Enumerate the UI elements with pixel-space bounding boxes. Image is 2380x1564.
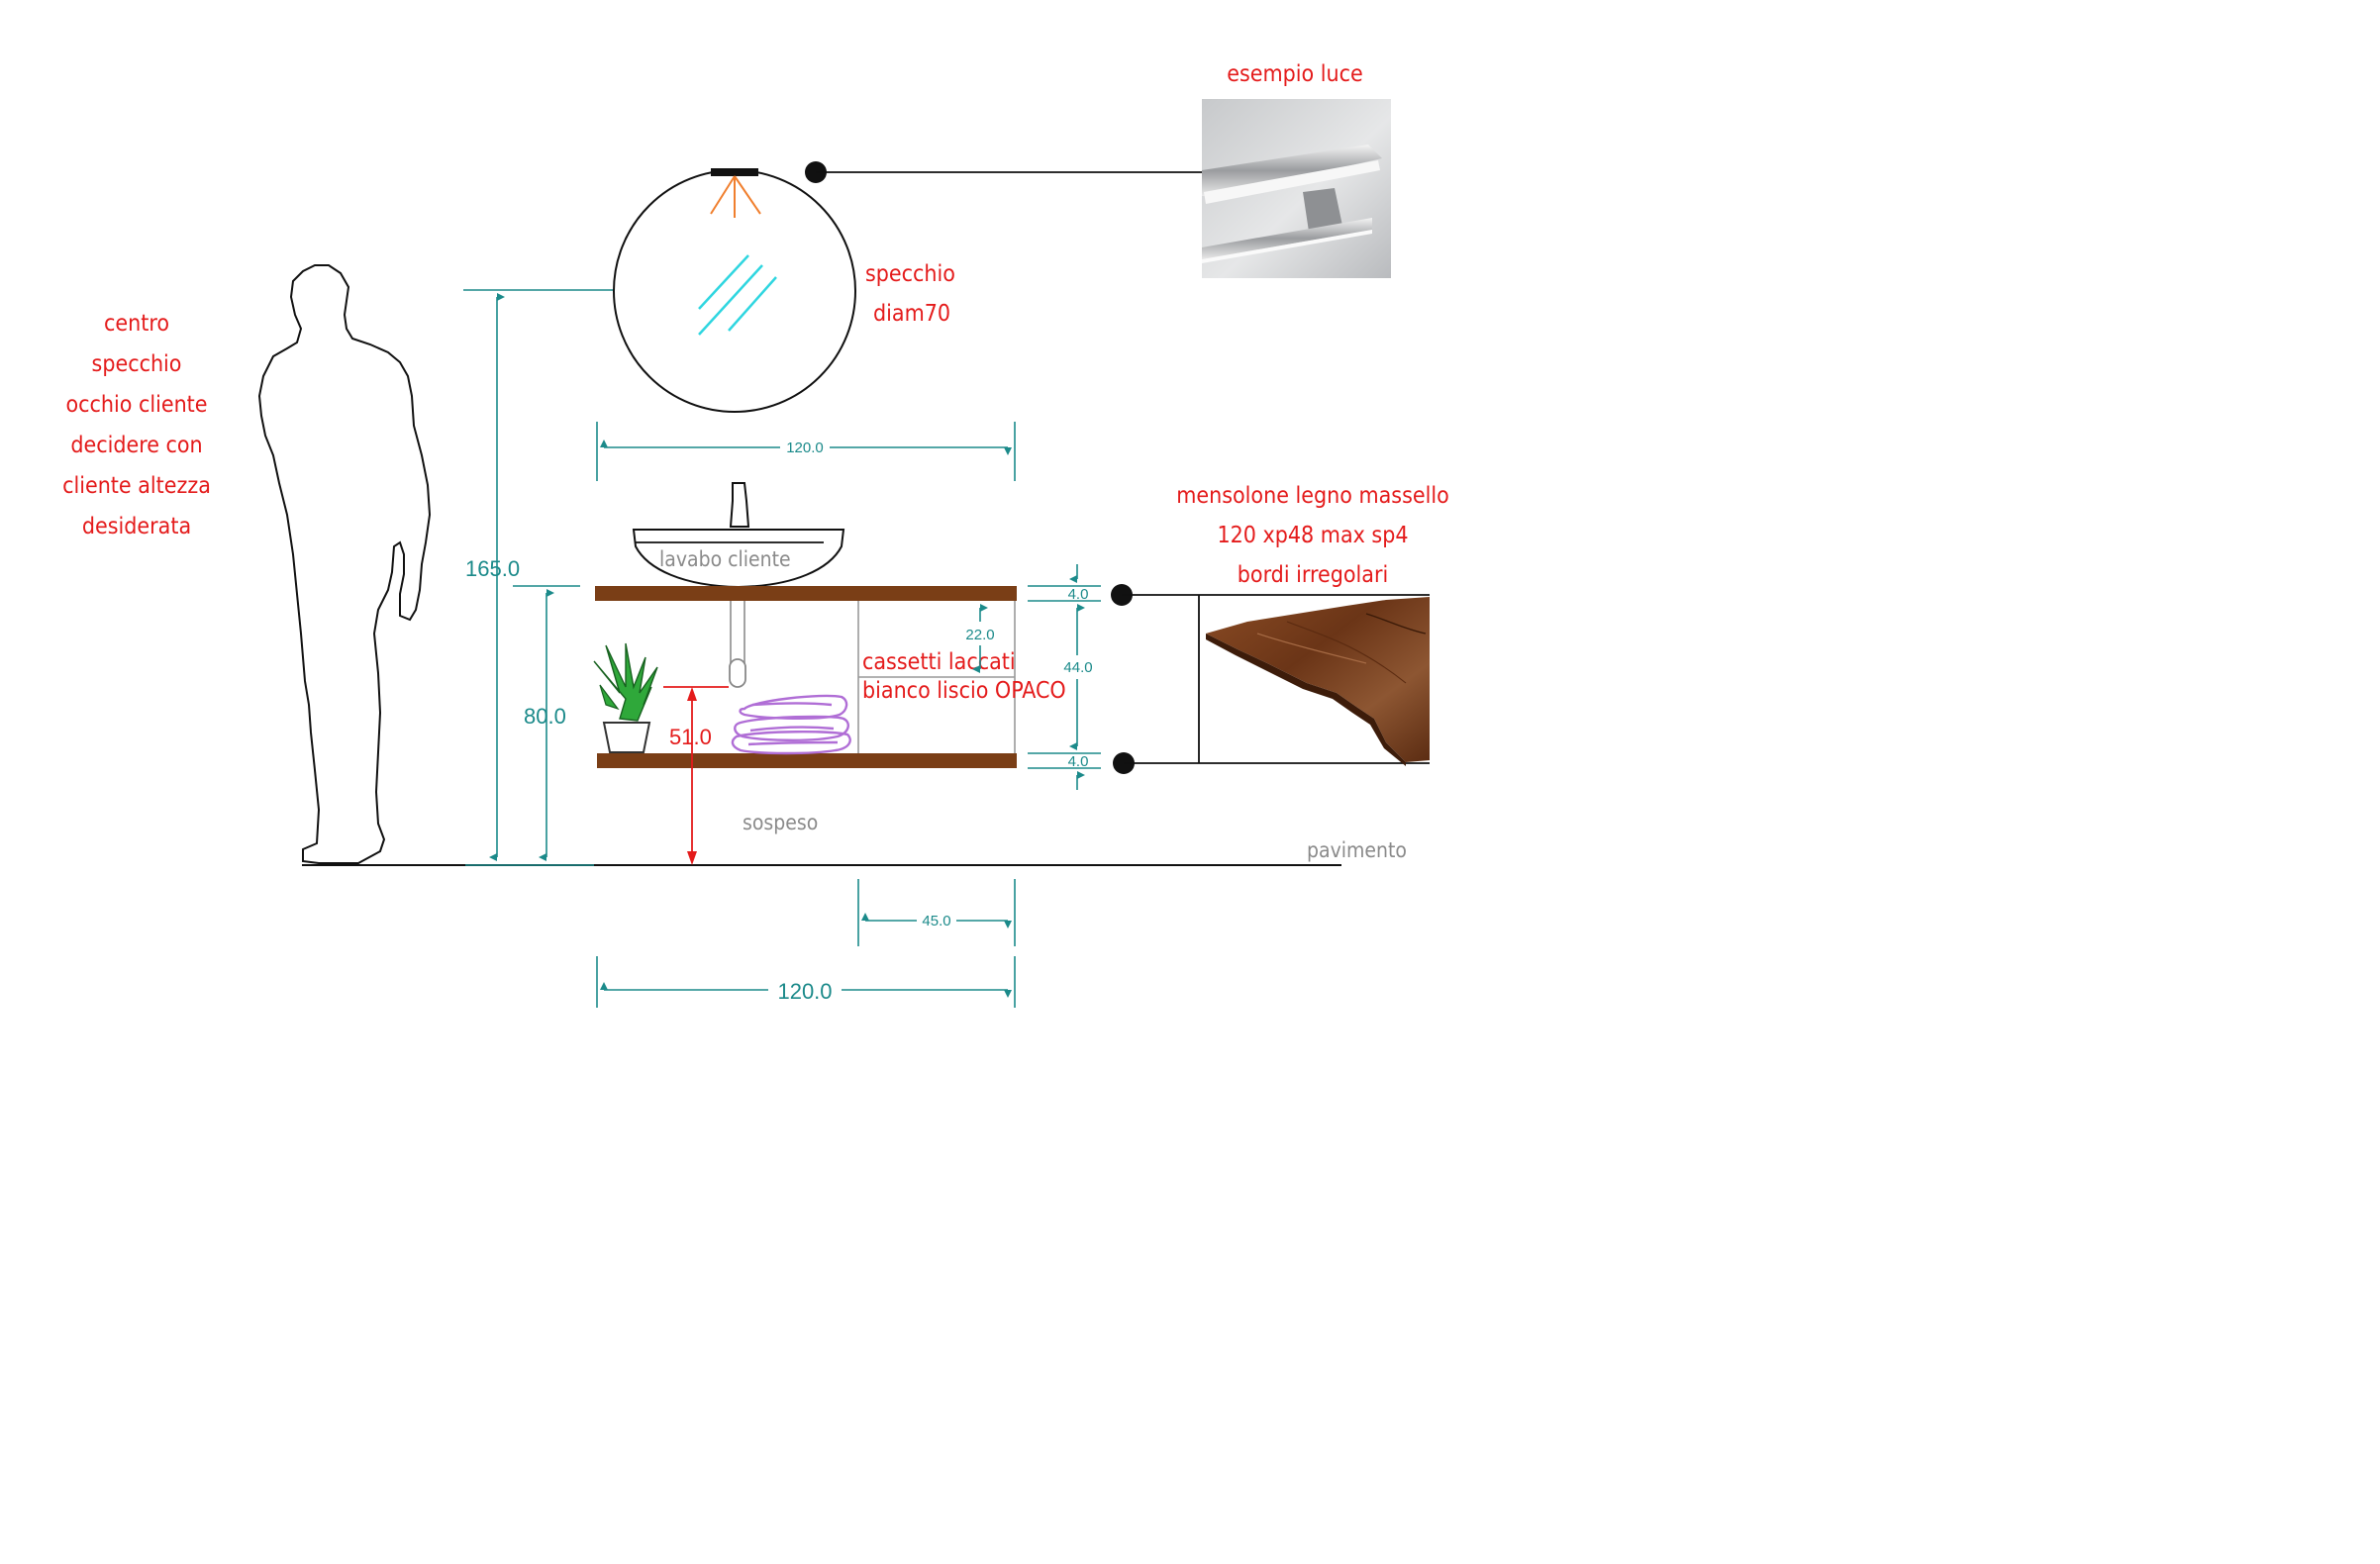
dimension-drawer-depth: 45.0	[857, 879, 1016, 946]
dimension-label: 4.0	[1068, 586, 1089, 603]
suspended-label: sospeso	[743, 811, 818, 834]
drain-pipe	[729, 600, 746, 688]
bathroom-vanity-drawing: pavimento centro specchio occhio cliente…	[62, 61, 1449, 1008]
basin-label: lavabo cliente	[659, 547, 791, 571]
mirror-size-label: diam70	[873, 301, 950, 327]
note-line: specchio	[92, 351, 182, 377]
dimension-label: 45.0	[922, 913, 950, 929]
dimension-total-width: 120.0	[596, 956, 1016, 1008]
floor-label: pavimento	[1307, 838, 1407, 862]
dimension-drawer-height: 22.0	[965, 604, 995, 673]
note-line: cliente altezza	[62, 473, 211, 499]
vessel-sink-icon	[632, 482, 845, 589]
round-mirror-icon	[613, 168, 856, 413]
dimension-label: 51.0	[669, 725, 712, 749]
dimension-mirror-height: 165.0	[463, 289, 636, 866]
note-line: desiderata	[82, 514, 191, 539]
drawers-label-1: cassetti laccati	[862, 649, 1016, 675]
shelf-note-line: 120 xp48 max sp4	[1217, 523, 1408, 548]
dimension-label: 22.0	[965, 627, 994, 643]
light-example-label: esempio luce	[1227, 61, 1363, 87]
shelf-note-line: bordi irregolari	[1238, 562, 1388, 588]
dimension-shelf-thicknesses: 4.0 44.0 4.0	[1028, 564, 1101, 790]
dimension-drain-height: 51.0	[663, 686, 729, 865]
dimension-label: 4.0	[1068, 753, 1089, 770]
drawers-label-2: bianco liscio OPACO	[862, 678, 1066, 704]
dimension-label: 120.0	[777, 979, 832, 1004]
shelf-note-line: mensolone legno massello	[1176, 483, 1449, 509]
note-line: occhio cliente	[65, 392, 207, 418]
mirror-label: specchio	[865, 261, 955, 287]
note-line: centro	[104, 311, 169, 337]
human-silhouette-icon	[257, 264, 432, 864]
potted-plant-icon	[593, 642, 658, 753]
dimension-mirror-width: 120.0	[596, 422, 1016, 481]
drawer-unit	[857, 601, 1016, 753]
dimension-label: 165.0	[465, 556, 520, 581]
wood-slab-photo	[1206, 597, 1430, 766]
note-line: decidere con	[70, 433, 202, 458]
dimension-label: 120.0	[786, 440, 824, 456]
mirror-center-note: centro specchio occhio cliente decidere …	[62, 311, 211, 539]
rolled-towels-icon	[731, 694, 851, 755]
dimension-label: 44.0	[1063, 659, 1092, 676]
dimension-top-height: 80.0	[513, 585, 580, 861]
top-shelf	[595, 586, 1017, 601]
dimension-label: 80.0	[524, 704, 566, 729]
bottom-shelf	[597, 753, 1017, 768]
led-light-photo	[1202, 99, 1391, 278]
